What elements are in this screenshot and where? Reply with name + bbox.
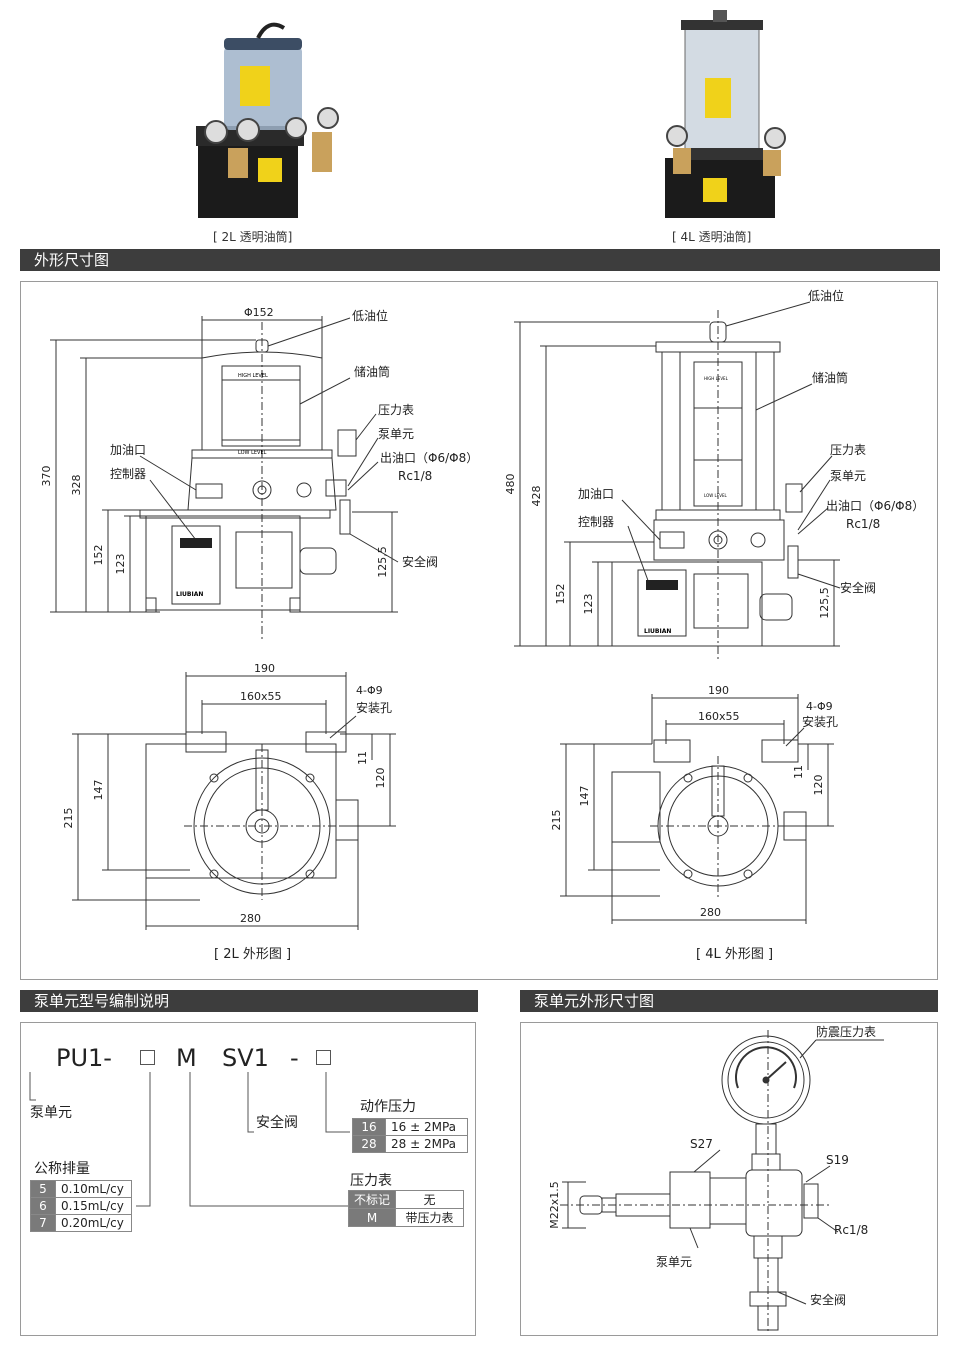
- label-2l-gauge: 压力表: [378, 403, 414, 417]
- label-2l-mount-holes: 安装孔: [356, 700, 392, 715]
- caption-2l-outline: [ 2L 外形图 ]: [214, 947, 291, 962]
- label-4l-controller: 控制器: [578, 515, 614, 529]
- dim-4l-11: 11: [792, 765, 805, 779]
- label-4l-mount-holes: 安装孔: [802, 714, 838, 729]
- dim-2l-147: 147: [92, 780, 105, 801]
- coding-gauge-title: 压力表: [350, 1173, 392, 1189]
- label-2l-high-level-marking: HIGH LEVEL: [238, 373, 268, 379]
- dim-4l-215: 215: [550, 810, 563, 831]
- coding-pressure-title: 动作压力: [360, 1099, 416, 1115]
- dim-2l-top-190: 190: [254, 662, 275, 675]
- label-2l-reservoir: 储油筒: [354, 364, 390, 379]
- label-2l-pump-unit: 泵单元: [378, 427, 414, 441]
- label-4l-inlet: 加油口: [578, 487, 614, 501]
- dim-2l-125-5: 125,5: [376, 546, 389, 578]
- model-m: M: [176, 1044, 197, 1072]
- dim-4l-280: 280: [700, 906, 721, 919]
- dim-4l-125-5: 125,5: [818, 587, 831, 619]
- coding-displacement-title: 公称排量: [34, 1161, 90, 1177]
- label-pump-m22: M22x1.5: [548, 1181, 561, 1229]
- section-coding-header: 泵单元型号编制说明: [20, 990, 478, 1012]
- photo-2l-pump: [196, 22, 339, 218]
- dim-4l-holes: 4-Φ9: [806, 700, 833, 713]
- dim-2l-152: 152: [92, 545, 105, 566]
- label-pump-s19: S19: [826, 1153, 849, 1167]
- label-pump-rc: Rc1/8: [834, 1223, 868, 1237]
- dim-4l-152: 152: [554, 584, 567, 605]
- dim-2l-215: 215: [62, 808, 75, 829]
- label-2l-outlet: 出油口（Φ6/Φ8）: [380, 451, 478, 465]
- label-4l-safety: 安全阀: [840, 580, 876, 595]
- dim-4l-428: 428: [530, 486, 543, 507]
- label-2l-safety: 安全阀: [402, 554, 438, 569]
- label-4l-high-level-marking: HIGH LEVEL: [704, 376, 729, 381]
- label-4l-outlet: 出油口（Φ6/Φ8）: [826, 499, 924, 513]
- label-2l-brand: LIUBIAN: [176, 591, 203, 598]
- pump-unit-drawing: 防震压力表 S27 S19 M22x1.5 Rc1/8 泵单元 安全阀: [548, 1024, 884, 1332]
- label-4l-pump-unit: 泵单元: [830, 469, 866, 483]
- model-sv1: SV1: [222, 1044, 269, 1072]
- label-4l-reservoir: 储油筒: [812, 370, 848, 385]
- dim-4l-120: 120: [812, 775, 825, 796]
- dim-4l-147: 147: [578, 786, 591, 807]
- label-2l-rc: Rc1/8: [398, 469, 432, 483]
- coding-leader-lines: [29, 1072, 350, 1207]
- dim-4l-top-190: 190: [708, 684, 729, 697]
- label-2l-inlet: 加油口: [110, 443, 146, 457]
- dim-2l-370: 370: [40, 466, 53, 487]
- label-4l-brand: LIUBIAN: [644, 628, 671, 635]
- label-pump-safety: 安全阀: [810, 1292, 846, 1307]
- dim-2l-top-160x55: 160x55: [240, 690, 282, 703]
- dim-2l-11: 11: [356, 751, 369, 765]
- dimension-drawings: Φ152 370 328 152 123 125,5 低油位 储油筒 压力表 泵…: [40, 288, 924, 962]
- model-dash: -: [290, 1044, 299, 1072]
- dim-2l-diameter: Φ152: [244, 306, 274, 319]
- dim-2l-328: 328: [70, 475, 83, 496]
- dim-4l-top-160x55: 160x55: [698, 710, 740, 723]
- dim-2l-280: 280: [240, 912, 261, 925]
- label-2l-controller: 控制器: [110, 467, 146, 481]
- label-pump-s27: S27: [690, 1137, 713, 1151]
- section-pump-dims-header: 泵单元外形尺寸图: [520, 990, 938, 1012]
- model-pu1: PU1-: [56, 1044, 112, 1072]
- label-2l-low-level: 低油位: [352, 308, 388, 323]
- dimensions-panel: [20, 281, 938, 980]
- table-row: 不标记无: [347, 1190, 464, 1209]
- label-4l-rc: Rc1/8: [846, 517, 880, 531]
- label-4l-low-level-marking: LOW LEVEL: [704, 493, 727, 498]
- coding-safety-label: 安全阀: [256, 1115, 298, 1131]
- caption-4l-outline: [ 4L 外形图 ]: [696, 947, 773, 962]
- label-pump-unit: 泵单元: [656, 1255, 692, 1269]
- photo-4l-pump: [665, 10, 786, 218]
- coding-pump-unit-label: 泵单元: [30, 1105, 72, 1121]
- label-4l-low-level: 低油位: [808, 288, 844, 303]
- label-2l-low-level-marking: LOW LEVEL: [238, 450, 267, 456]
- model-displacement-box: [140, 1050, 155, 1065]
- label-pump-gauge: 防震压力表: [816, 1024, 876, 1039]
- dim-2l-120: 120: [374, 768, 387, 789]
- model-pressure-box: [316, 1050, 331, 1065]
- pump-dims-panel: [520, 1022, 938, 1336]
- section-dimensions-header: 外形尺寸图: [20, 249, 940, 271]
- dim-4l-123: 123: [582, 594, 595, 615]
- photo-4l-caption: [ 4L 透明油筒]: [672, 230, 752, 244]
- dim-2l-123: 123: [114, 554, 127, 575]
- dim-4l-480: 480: [504, 474, 517, 495]
- label-4l-gauge: 压力表: [830, 443, 866, 457]
- dim-2l-holes: 4-Φ9: [356, 684, 383, 697]
- photo-2l-caption: [ 2L 透明油筒]: [213, 230, 293, 244]
